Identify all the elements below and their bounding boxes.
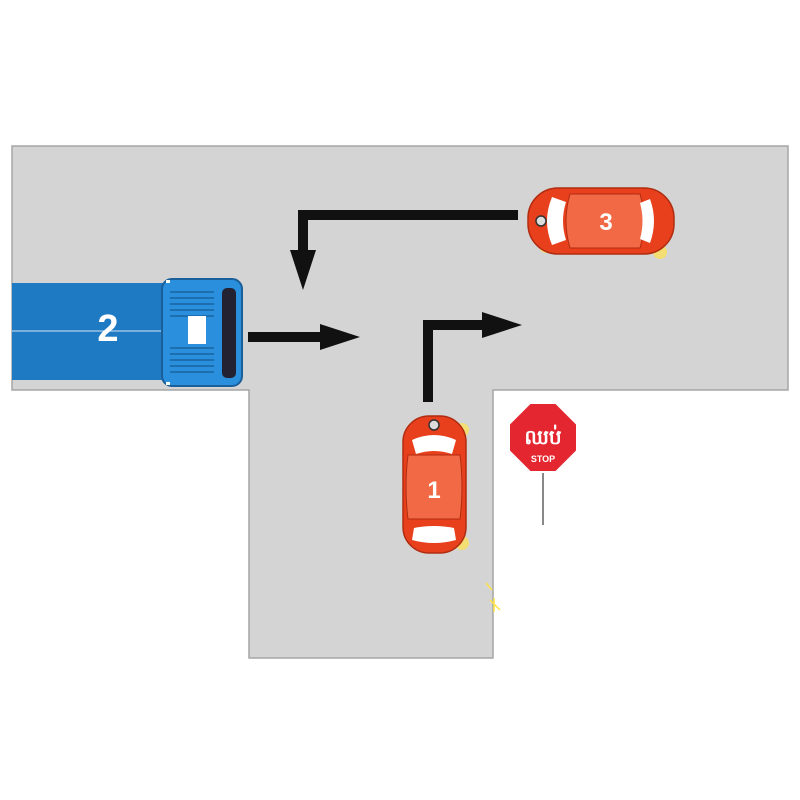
car-3: 3 <box>527 187 675 259</box>
arrow-car-1-turn <box>423 312 522 402</box>
car-1-number: 1 <box>427 477 440 504</box>
truck-windshield <box>222 288 236 378</box>
truck-2: 2 <box>12 278 243 387</box>
stop-sign-english: STOP <box>531 454 555 464</box>
car-3-number: 3 <box>599 209 612 236</box>
signal-sparkle <box>485 582 501 612</box>
arrow-car-3-turn <box>290 210 518 290</box>
stop-sign-octagon <box>508 402 578 473</box>
truck-roof-panel <box>188 316 206 344</box>
stop-sign: ឈប់ STOP <box>508 402 578 525</box>
arrow-truck-2-straight <box>248 324 360 350</box>
road-surface <box>11 145 789 659</box>
truck-number: 2 <box>97 308 118 350</box>
car-1: 1 <box>402 415 469 554</box>
stop-sign-khmer: ឈប់ <box>524 424 561 449</box>
